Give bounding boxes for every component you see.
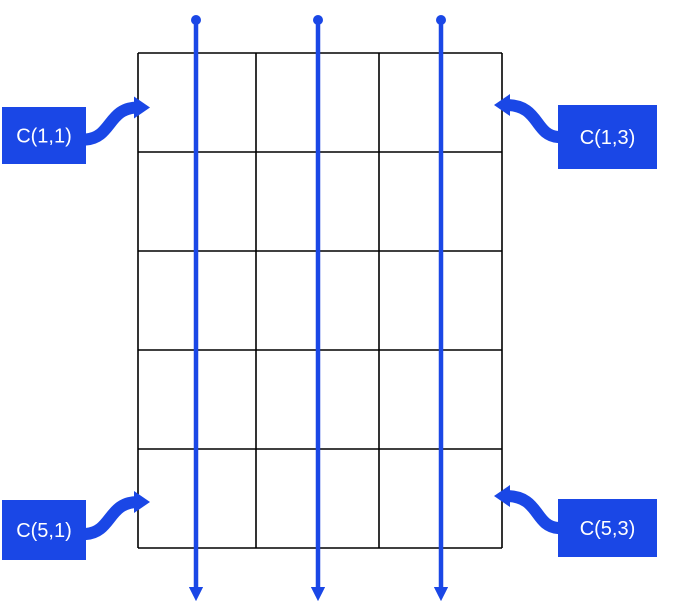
callout-curved-arrow <box>80 496 144 540</box>
callout-C5-1: C(5,1) <box>2 491 150 560</box>
column-arrow-2 <box>310 15 326 602</box>
callout-curved-arrow <box>80 101 144 146</box>
column-arrow-1 <box>188 15 204 602</box>
callout-label: C(5,3) <box>580 518 636 540</box>
callout-label: C(5,1) <box>16 520 72 542</box>
callout-box <box>2 107 86 164</box>
callout-label: C(1,1) <box>16 126 72 148</box>
callout-curved-arrow <box>500 490 564 534</box>
column-arrows <box>188 15 449 602</box>
callout-box <box>2 500 86 560</box>
callout-box <box>558 499 657 557</box>
callout-arrowhead <box>494 485 510 507</box>
callout-C1-3: C(1,3) <box>494 94 657 169</box>
callouts: C(1,1) C(1,3) C(5,1) C(5,3) <box>2 94 657 560</box>
column-arrow-3 <box>433 15 449 602</box>
callout-arrowhead <box>134 96 150 119</box>
callout-box <box>558 105 657 169</box>
callout-C1-1: C(1,1) <box>2 96 150 164</box>
callout-label: C(1,3) <box>580 127 636 149</box>
callout-C5-3: C(5,3) <box>494 485 657 557</box>
callout-curved-arrow <box>500 99 564 143</box>
callout-arrowhead <box>134 491 150 513</box>
callout-arrowhead <box>494 94 510 116</box>
